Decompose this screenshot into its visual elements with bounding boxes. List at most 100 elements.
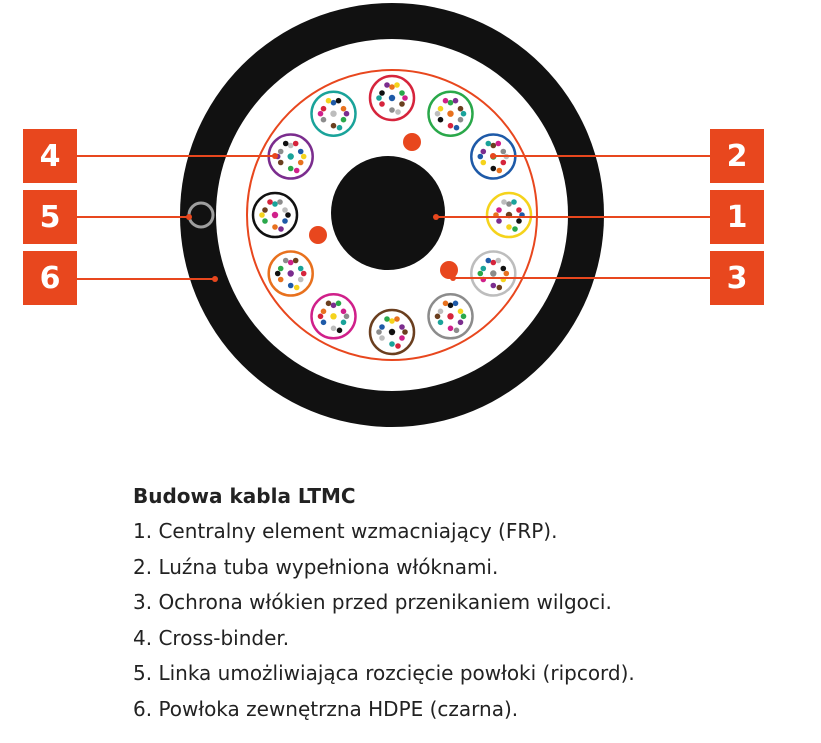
fiber-dot: [490, 259, 497, 266]
callout-2: 2: [710, 129, 764, 183]
fiber-dot: [297, 265, 304, 272]
legend-item-4: 4. Cross-binder.: [133, 625, 290, 650]
fiber-dot: [447, 110, 454, 117]
fiber-dot: [434, 110, 441, 117]
fiber-dot: [399, 90, 405, 96]
fiber-dot: [330, 313, 337, 320]
fiber-dot: [274, 270, 281, 277]
fiber-dot: [292, 140, 299, 147]
leader-lines: [77, 155, 710, 280]
fiber-dot: [453, 327, 460, 334]
fiber-dot: [394, 82, 400, 88]
fiber-dot: [300, 270, 307, 277]
fiber-dot: [272, 224, 278, 230]
fiber-dot: [384, 82, 390, 88]
fiber-dot: [379, 90, 385, 96]
fiber-dot: [490, 142, 497, 149]
fiber-dot: [511, 199, 517, 205]
fiber-dot: [340, 308, 347, 315]
fiber-dot: [506, 201, 512, 207]
fiber-dot: [320, 116, 327, 123]
fiber-dot: [399, 335, 405, 341]
fiber-dot: [437, 319, 444, 326]
fiber-dot: [460, 313, 467, 320]
callout-4: 4: [23, 129, 77, 183]
fiber-dot: [340, 319, 347, 326]
fiber-dot: [437, 105, 444, 112]
water-blocking-dot-left: [309, 226, 327, 244]
fiber-dot: [277, 276, 284, 283]
fiber-dot: [452, 97, 459, 104]
fiber-dot: [500, 265, 507, 272]
fiber-dot: [330, 99, 337, 106]
fiber-dot: [457, 319, 464, 326]
fiber-dot: [477, 270, 484, 277]
fiber-dot: [447, 325, 454, 332]
fiber-dot: [389, 318, 395, 324]
leader-dot-1: [433, 214, 439, 220]
fiber-dot: [277, 148, 284, 155]
fiber-dot: [384, 316, 390, 322]
fiber-dot: [325, 300, 332, 307]
fiber-dot: [395, 343, 401, 349]
fiber-dot: [282, 257, 289, 264]
fiber-dot: [402, 329, 408, 335]
fiber-dot: [293, 167, 300, 174]
callout-5: 5: [23, 190, 77, 244]
fiber-dot: [297, 276, 304, 283]
water-blocking-dot-top: [403, 133, 421, 151]
fiber-dot: [267, 199, 273, 205]
fiber-dot: [282, 218, 288, 224]
fiber-dot: [480, 148, 487, 155]
fiber-dot: [500, 148, 507, 155]
fiber-dot: [495, 140, 502, 147]
fiber-dot: [500, 159, 507, 166]
fiber-dot: [399, 324, 405, 330]
fiber-dot: [477, 153, 484, 160]
loose-tubes-group: [251, 74, 533, 356]
legend-caption: Budowa kabla LTMC 1. Centralny element w…: [133, 484, 635, 727]
legend-item-3: 3. Ochrona włókien przed przenikaniem wi…: [133, 590, 612, 614]
fiber-dot: [447, 302, 454, 309]
fiber-dot: [320, 308, 327, 315]
fiber-dot: [271, 211, 279, 219]
fiber-dot: [278, 226, 284, 232]
fiber-dot: [437, 308, 444, 315]
leader-dot-3: [450, 275, 456, 281]
callout-3: 3: [710, 251, 764, 305]
legend-title: Budowa kabla LTMC: [133, 484, 356, 508]
fiber-dot: [335, 97, 342, 104]
fiber-dot: [330, 302, 337, 309]
fiber-dot: [388, 94, 396, 102]
fiber-dot: [389, 341, 395, 347]
callout-6: 6: [23, 251, 77, 305]
fiber-dot: [277, 199, 283, 205]
fiber-dot: [287, 282, 294, 289]
fiber-dot: [516, 207, 522, 213]
fiber-dot: [287, 270, 294, 277]
fiber-dot: [485, 140, 492, 147]
fiber-dot: [336, 327, 343, 334]
leader-dot-2: [490, 153, 496, 159]
fiber-dot: [379, 324, 385, 330]
fiber-dot: [300, 153, 307, 160]
fiber-dot: [437, 116, 444, 123]
fiber-dot: [379, 101, 385, 107]
cable-cross-section-diagram: [77, 3, 710, 427]
fiber-dot: [457, 105, 464, 112]
fiber-dot: [460, 110, 467, 117]
fiber-dot: [262, 207, 268, 213]
fiber-dot: [434, 313, 441, 320]
fiber-dot: [452, 300, 459, 307]
fiber-dot: [330, 110, 337, 117]
fiber-dot: [389, 84, 395, 90]
fiber-dot: [282, 207, 288, 213]
fiber-dot: [330, 325, 337, 332]
water-blocking-dot-right: [440, 261, 458, 279]
fiber-dot: [457, 308, 464, 315]
legend-item-5: 5. Linka umożliwiająca rozcięcie powłoki…: [133, 661, 635, 685]
fiber-dot: [453, 124, 460, 131]
leader-dot-6: [212, 276, 218, 282]
fiber-dot: [496, 207, 502, 213]
fiber-dot: [496, 284, 503, 291]
